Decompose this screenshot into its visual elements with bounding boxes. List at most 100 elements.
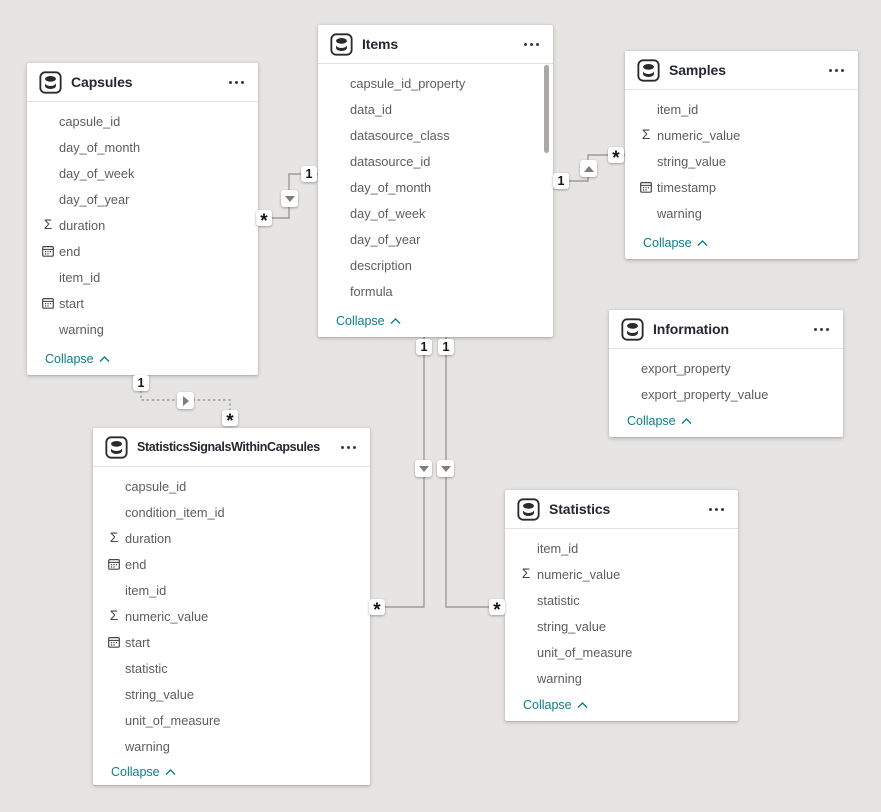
scrollbar-thumb[interactable] bbox=[544, 65, 549, 153]
field-row[interactable]: day_of_week bbox=[318, 200, 553, 226]
field-row[interactable]: item_id bbox=[625, 96, 858, 122]
chevron-up-icon bbox=[165, 768, 176, 776]
more-options-icon[interactable] bbox=[339, 444, 358, 451]
field-row[interactable]: day_of_year bbox=[27, 186, 258, 212]
field-row[interactable]: start bbox=[93, 629, 370, 655]
field-name: capsule_id_property bbox=[350, 75, 466, 91]
filter-direction-up-icon[interactable] bbox=[580, 160, 597, 177]
cardinality-many-label[interactable]: * bbox=[256, 210, 272, 231]
table-header[interactable]: Statistics bbox=[505, 490, 738, 529]
field-row[interactable]: statistic bbox=[93, 655, 370, 681]
cardinality-one-label[interactable]: 1 bbox=[133, 375, 149, 391]
field-row[interactable]: day_of_year bbox=[318, 226, 553, 252]
field-row[interactable]: day_of_month bbox=[318, 174, 553, 200]
table-title: Items bbox=[362, 36, 399, 52]
collapse-link[interactable]: Collapse bbox=[505, 692, 738, 721]
field-name: day_of_week bbox=[350, 205, 426, 221]
field-row[interactable]: item_id bbox=[27, 264, 258, 290]
field-row[interactable]: end bbox=[27, 238, 258, 264]
collapse-link[interactable]: Collapse bbox=[93, 759, 370, 788]
table-card-statistics-signals-within-capsules[interactable]: StatisticsSignalsWithinCapsules capsule_… bbox=[93, 428, 370, 785]
field-row[interactable]: datasource_id bbox=[318, 148, 553, 174]
field-row[interactable]: capsule_id_property bbox=[318, 70, 553, 96]
field-row[interactable]: warning bbox=[93, 733, 370, 759]
table-header[interactable]: Information bbox=[609, 310, 843, 349]
cardinality-many-label[interactable]: * bbox=[489, 599, 505, 620]
field-row[interactable]: string_value bbox=[93, 681, 370, 707]
field-row[interactable]: data_id bbox=[318, 96, 553, 122]
field-row[interactable]: statistic bbox=[505, 587, 738, 613]
filter-direction-down-icon[interactable] bbox=[437, 460, 454, 477]
table-header[interactable]: StatisticsSignalsWithinCapsules bbox=[93, 428, 370, 467]
more-options-icon[interactable] bbox=[522, 41, 541, 48]
filter-direction-right-icon[interactable] bbox=[177, 392, 194, 409]
table-header[interactable]: Items bbox=[318, 25, 553, 64]
cardinality-one-label[interactable]: 1 bbox=[553, 173, 569, 189]
table-header[interactable]: Samples bbox=[625, 51, 858, 90]
field-row[interactable]: export_property_value bbox=[609, 381, 843, 407]
cardinality-many-label[interactable]: * bbox=[369, 599, 385, 620]
field-name: description bbox=[350, 257, 412, 273]
calendar-icon bbox=[106, 558, 122, 570]
field-row[interactable]: warning bbox=[625, 200, 858, 226]
field-row[interactable]: datasource_class bbox=[318, 122, 553, 148]
collapse-label: Collapse bbox=[643, 236, 692, 250]
table-header[interactable]: Capsules bbox=[27, 63, 258, 102]
field-row[interactable]: capsule_id bbox=[27, 108, 258, 134]
field-row[interactable]: timestamp bbox=[625, 174, 858, 200]
field-row[interactable]: export_property bbox=[609, 355, 843, 381]
more-options-icon[interactable] bbox=[227, 79, 246, 86]
field-name: timestamp bbox=[657, 179, 717, 195]
field-row[interactable]: unit_of_measure bbox=[505, 639, 738, 665]
collapse-link[interactable]: Collapse bbox=[625, 230, 858, 259]
field-row[interactable]: item_id bbox=[505, 535, 738, 561]
field-row[interactable]: capsule_id bbox=[93, 473, 370, 499]
field-row[interactable]: condition_item_id bbox=[93, 499, 370, 525]
field-row[interactable]: warning bbox=[505, 665, 738, 691]
field-row[interactable]: end bbox=[93, 551, 370, 577]
sigma-icon: Σ bbox=[521, 566, 531, 582]
field-row[interactable]: string_value bbox=[625, 148, 858, 174]
cardinality-one-label[interactable]: 1 bbox=[416, 339, 432, 355]
field-row[interactable]: day_of_week bbox=[27, 160, 258, 186]
more-options-icon[interactable] bbox=[707, 506, 726, 513]
relationship-line-items-sswc bbox=[370, 337, 425, 608]
field-row[interactable]: warning bbox=[27, 316, 258, 342]
collapse-link[interactable]: Collapse bbox=[27, 346, 258, 375]
field-row[interactable]: string_value bbox=[505, 613, 738, 639]
filter-direction-down-icon[interactable] bbox=[415, 460, 432, 477]
collapse-label: Collapse bbox=[336, 314, 385, 328]
field-name: item_id bbox=[59, 269, 101, 285]
cardinality-one-label[interactable]: 1 bbox=[301, 166, 317, 182]
field-row[interactable]: item_id bbox=[93, 577, 370, 603]
filter-direction-down-icon[interactable] bbox=[281, 190, 298, 207]
field-row[interactable]: description bbox=[318, 252, 553, 278]
collapse-link[interactable]: Collapse bbox=[609, 408, 843, 437]
field-name: warning bbox=[657, 205, 702, 221]
field-row[interactable]: formula bbox=[318, 278, 553, 304]
field-name: capsule_id bbox=[59, 113, 121, 129]
field-name: item_id bbox=[537, 540, 579, 556]
field-name: statistic bbox=[537, 592, 580, 608]
field-row[interactable]: unit_of_measure bbox=[93, 707, 370, 733]
field-name: end bbox=[125, 556, 147, 572]
field-name: condition_item_id bbox=[125, 504, 225, 520]
cardinality-many-label[interactable]: * bbox=[608, 147, 624, 168]
more-options-icon[interactable] bbox=[827, 67, 846, 74]
more-options-icon[interactable] bbox=[812, 326, 831, 333]
field-row[interactable]: start bbox=[27, 290, 258, 316]
cardinality-one-label[interactable]: 1 bbox=[438, 339, 454, 355]
field-row[interactable]: day_of_month bbox=[27, 134, 258, 160]
collapse-link[interactable]: Collapse bbox=[318, 308, 553, 337]
cardinality-many-label[interactable]: * bbox=[222, 410, 238, 431]
